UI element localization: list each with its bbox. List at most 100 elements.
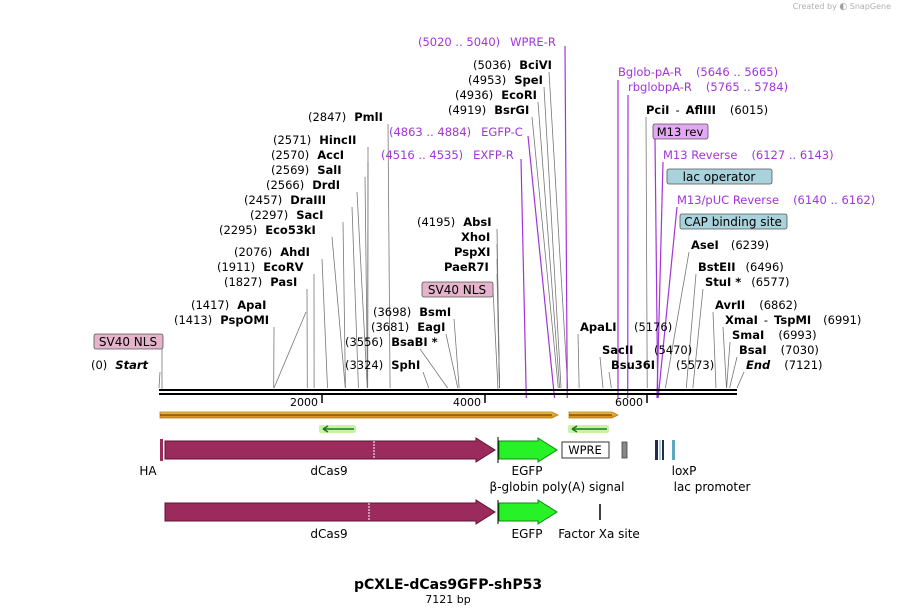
feature-row-1: WPRE HA dCas9 EGFP loxP β-globin poly(A)… [139, 437, 750, 494]
egfp-label-2: EGFP [511, 527, 542, 541]
site-leader-line [356, 191, 368, 389]
site-label[interactable]: XhoI [461, 230, 490, 244]
site-label[interactable]: AseI(6239) [691, 238, 769, 252]
credit-logo-text: SnapGene [849, 2, 891, 11]
site-label[interactable]: ApaLI [580, 320, 617, 334]
sv40-nls-box [93, 333, 164, 350]
loxp-feature [655, 440, 658, 460]
wpre-feature-box [561, 441, 610, 459]
site-pos: (5573) [676, 358, 714, 372]
site-leader-line [543, 86, 562, 389]
site-label[interactable]: (2297)SacI [250, 208, 323, 222]
site-label[interactable]: End(7121) [746, 358, 823, 372]
lac-feature [659, 440, 661, 460]
primer-label[interactable]: Bglob-pA-R(5646 .. 5665) [618, 65, 778, 79]
site-label[interactable]: (2076)AhdI [234, 245, 310, 259]
site-label[interactable]: PspXI [454, 245, 490, 259]
site-label[interactable]: (5036)BciVI [473, 58, 552, 72]
site-label[interactable]: Bsu36I [611, 358, 655, 372]
lac-promoter-label: lac promoter [674, 480, 751, 494]
primer-leader-line [564, 45, 568, 399]
cap-binding-site-box [679, 213, 788, 230]
tick-label: 2000 [290, 396, 318, 409]
tick-label: 6000 [615, 396, 643, 409]
site-label[interactable]: (3324)SphI [345, 358, 420, 372]
site-label[interactable]: (4919)BsrGI [448, 103, 529, 117]
lac-operator-box [666, 168, 773, 185]
site-label[interactable]: (1417)ApaI [191, 298, 266, 312]
dcas9-label-2: dCas9 [310, 527, 347, 541]
dcas9-feature-arrow [164, 437, 496, 463]
site-leader-line [608, 371, 612, 389]
site-label[interactable]: (3556)BsaBI * [345, 335, 438, 349]
sv40-nls-label-2: SV40 NLS [428, 283, 486, 297]
primer-leader-lines [520, 45, 678, 399]
egfp-label: EGFP [511, 464, 542, 478]
site-label[interactable]: (2571)HincII [273, 133, 356, 147]
site-pos: (5470) [654, 343, 692, 357]
ha-label: HA [139, 464, 157, 478]
wpre-label: WPRE [568, 443, 602, 457]
site-label[interactable]: (2847)PmlI [308, 110, 383, 124]
site-label[interactable]: PaeR7I [444, 260, 489, 274]
site-label[interactable]: (1413)PspOMI [174, 313, 269, 327]
site-leader-line [726, 341, 731, 389]
site-label[interactable]: (4936)EcoRI [455, 88, 537, 102]
reverse-arrow-icon [322, 425, 354, 433]
primer-label[interactable]: M13 Reverse(6127 .. 6143) [663, 148, 834, 162]
bglobin-label: β-globin poly(A) signal [490, 480, 625, 494]
lac-feature [662, 440, 664, 460]
site-label[interactable]: (3698)BsmI [373, 305, 451, 319]
primer-label[interactable]: M13/pUC Reverse(6140 .. 6162) [677, 193, 875, 207]
primer-labels: (5020 .. 5040)WPRE-R (4863 .. 4884)EGFP-… [381, 35, 875, 207]
site-leader-line [387, 123, 391, 389]
site-leader-line [422, 371, 430, 389]
site-label[interactable]: AvrII(6862) [715, 298, 797, 312]
site-label[interactable]: XmaI-TspMI(6991) [725, 313, 861, 327]
site-leader-line [419, 348, 448, 389]
site-leader-line [321, 258, 328, 389]
ha-tag-feature [160, 439, 163, 461]
site-label[interactable]: BsaI(7030) [739, 343, 819, 357]
primer-label[interactable]: (5020 .. 5040)WPRE-R [418, 35, 556, 49]
feature-row-2: dCas9 EGFP Factor Xa site [164, 499, 640, 541]
site-label[interactable]: (2569)SalI [271, 163, 342, 177]
site-leader-line [645, 116, 648, 389]
site-label[interactable]: (0)Start [91, 358, 149, 372]
site-label[interactable]: PciI-AflIII(6015) [646, 103, 768, 117]
site-label[interactable]: SmaI(6993) [732, 328, 817, 342]
snapgene-logo-icon: ◐ [839, 2, 848, 12]
site-leader-line [685, 273, 697, 389]
reverse-arrow-icon [571, 425, 607, 433]
lac-operator-label: lac operator [683, 170, 756, 184]
site-label[interactable]: (3681)EagI [371, 320, 445, 334]
ruler: 2000 4000 6000 [290, 395, 648, 409]
site-leader-line [273, 311, 307, 389]
site-label[interactable]: (4953)SpeI [468, 73, 543, 87]
site-leader-line [692, 288, 704, 389]
site-leader-line [331, 236, 346, 389]
site-leader-line [342, 221, 346, 389]
site-label[interactable]: StuI *(6577) [705, 275, 790, 289]
site-label[interactable]: BstEII(6496) [698, 260, 784, 274]
site-label[interactable]: SacII [602, 343, 633, 357]
site-label[interactable]: (1911)EcoRV [217, 260, 304, 274]
site-label[interactable]: (2566)DrdI [266, 178, 340, 192]
sv40-nls-label: SV40 NLS [99, 335, 157, 349]
site-leader-line [665, 251, 690, 389]
primer-label[interactable]: (4863 .. 4884)EGFP-C [389, 125, 523, 139]
site-leader-line [531, 116, 559, 389]
primer-label[interactable]: (4516 .. 4535)EXFP-R [381, 148, 514, 162]
site-label[interactable]: (2457)DraIII [244, 193, 326, 207]
site-leader-line [712, 311, 717, 389]
site-label[interactable]: (1827)PasI [224, 275, 297, 289]
site-label[interactable]: (2570)AccI [271, 148, 344, 162]
site-label[interactable]: (4195)AbsI [417, 215, 492, 229]
site-label[interactable]: (2295)Eco53kI [219, 223, 316, 237]
site-leader-lines [158, 71, 745, 389]
primer-label[interactable]: M13 rev [657, 125, 704, 139]
primer-label[interactable]: rbglobpA-R(5765 .. 5784) [628, 80, 788, 94]
site-leader-line [577, 333, 580, 389]
site-leader-line [351, 206, 359, 389]
egfp-feature-arrow [498, 437, 558, 463]
